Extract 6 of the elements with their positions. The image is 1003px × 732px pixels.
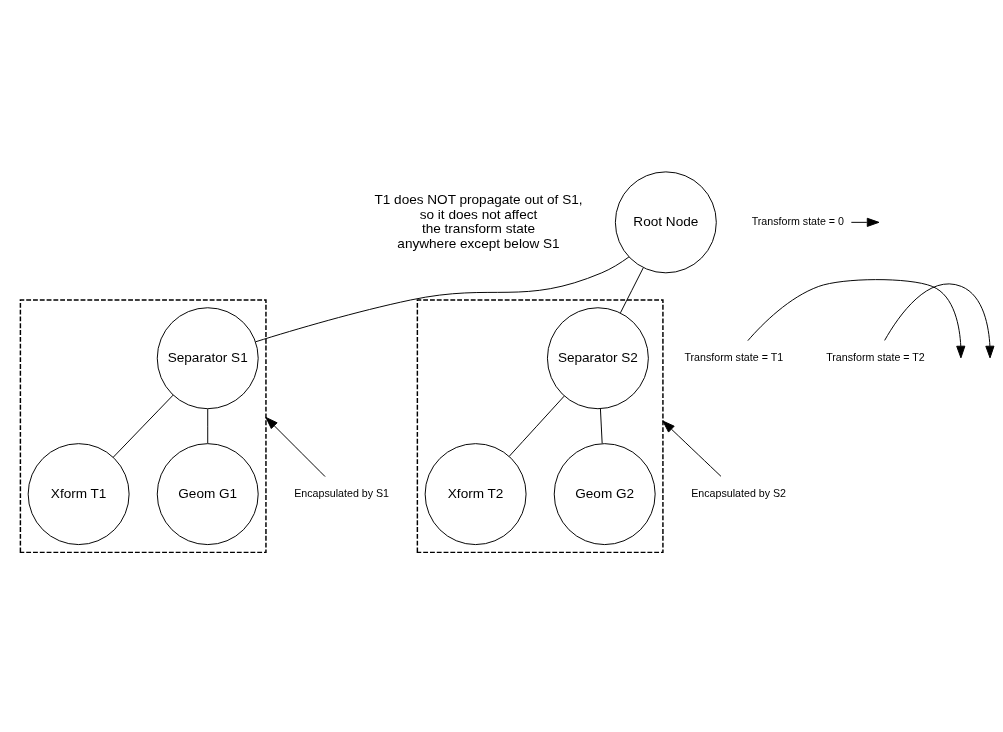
label: T1 does NOT propagate out of S1, so it does not affect the transform state anywhere except below S1 [374,192,583,251]
node-text: Transform state = T2 [826,350,925,363]
node-text: Encapsulated by S1 [294,486,390,499]
node-text: Transform state = T1 [684,350,784,363]
node-text: Encapsulated by S2 [691,486,787,499]
node-text: Transform state = 0 [751,215,844,228]
